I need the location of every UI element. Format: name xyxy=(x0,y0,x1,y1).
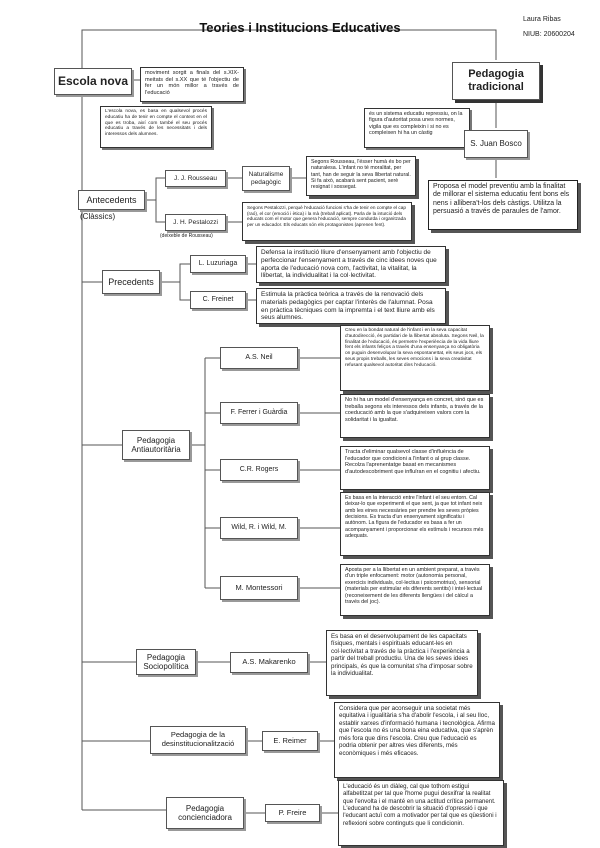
pedagogia-tradicional-node: Pedagogia tradicional xyxy=(452,62,540,100)
reimer-node: E. Reimer xyxy=(262,731,318,751)
montessori-node: M. Montessori xyxy=(220,576,298,600)
makarenko-node: A.S. Makarenko xyxy=(230,652,308,673)
reimer-desc: Considera que per aconseguir una societa… xyxy=(334,702,500,778)
rogers-node: C.R. Rogers xyxy=(220,459,298,481)
connector-rousseau xyxy=(145,177,165,201)
luzuriaga-desc: Defensa la institució lliure d'ensenyame… xyxy=(256,246,446,283)
connector-freinet xyxy=(179,282,190,301)
montessori-desc: Aposta per a la llibertat en un ambient … xyxy=(340,564,490,616)
luzuriaga-node: L. Luzuriaga xyxy=(190,255,246,273)
rousseau-concept-node: Naturalisme pedagògic xyxy=(242,166,290,191)
freire-desc: L'educació és un diàleg, cal que tothom … xyxy=(338,780,504,846)
neil-desc: Creu en la bondat natural de l'infant i … xyxy=(340,325,490,391)
juan-bosco-node: S. Juan Bosco xyxy=(464,130,528,158)
juan-bosco-desc: Proposa el model preventiu amb la finali… xyxy=(428,180,578,230)
author-niub: NIUB: 20600204 xyxy=(523,31,575,38)
antecedents-sub: (Clàssics) xyxy=(80,212,116,221)
connector-top xyxy=(81,29,497,70)
wild-desc: Es basa en la interacció entre l'infant … xyxy=(340,492,490,556)
precedents-node: Precedents xyxy=(102,270,160,294)
antiautoritaria-node: Pedagogia Antiautoritària xyxy=(122,430,190,460)
neil-node: A.S. Neil xyxy=(220,347,298,369)
connector-pestalozzi xyxy=(155,200,165,223)
sociopolitica-node: Pedagogia Sociopolítica xyxy=(136,649,196,675)
pestalozzi-note: (deixeble de Rousseau) xyxy=(160,233,213,239)
wild-node: Wild, R. i Wild, M. xyxy=(220,517,298,539)
antecedents-node: Antecedents xyxy=(78,190,145,210)
ferrer-node: F. Ferrer i Guàrdia xyxy=(220,402,298,424)
desinstitucionalitzacio-node: Pedagogia de la desinstitucionalització xyxy=(150,726,246,754)
pestalozzi-desc: Segons Pestalozzi, perquè l'educació fun… xyxy=(242,202,412,241)
ferrer-desc: No hi ha un model d'ensenyança en concre… xyxy=(340,394,490,438)
rogers-desc: Tracta d'eliminar qualsevol classe d'inf… xyxy=(340,446,490,490)
freire-node: P. Freire xyxy=(265,804,320,822)
concienciadora-node: Pedagogia concienciadora xyxy=(166,797,244,829)
connector-luzuriaga xyxy=(160,263,190,283)
author-name: Laura Ribas xyxy=(523,16,561,23)
escola-nova-note: L'escola nova, es basa en qualsevol proc… xyxy=(100,106,212,148)
rousseau-node: J. J. Rousseau xyxy=(165,170,226,187)
escola-nova-node: Escola nova xyxy=(54,68,132,95)
pestalozzi-node: J. H. Pestalozzi xyxy=(165,214,226,231)
freinet-node: C. Freinet xyxy=(190,291,246,309)
escola-nova-definition: moviment sorgit a finals del s.XIX- meit… xyxy=(140,67,244,102)
rousseau-desc: Segons Rousseau, l'ésser humà és bo per … xyxy=(306,156,416,196)
page-title: Teories i Institucions Educatives xyxy=(199,20,401,35)
makarenko-desc: Es basa en el desenvolupament de les cap… xyxy=(326,630,478,696)
pedagogia-tradicional-definition: és un sistema educatiu repressiu, on la … xyxy=(364,108,470,148)
freinet-desc: Estimula la pràctica teòrica a través de… xyxy=(256,288,446,324)
